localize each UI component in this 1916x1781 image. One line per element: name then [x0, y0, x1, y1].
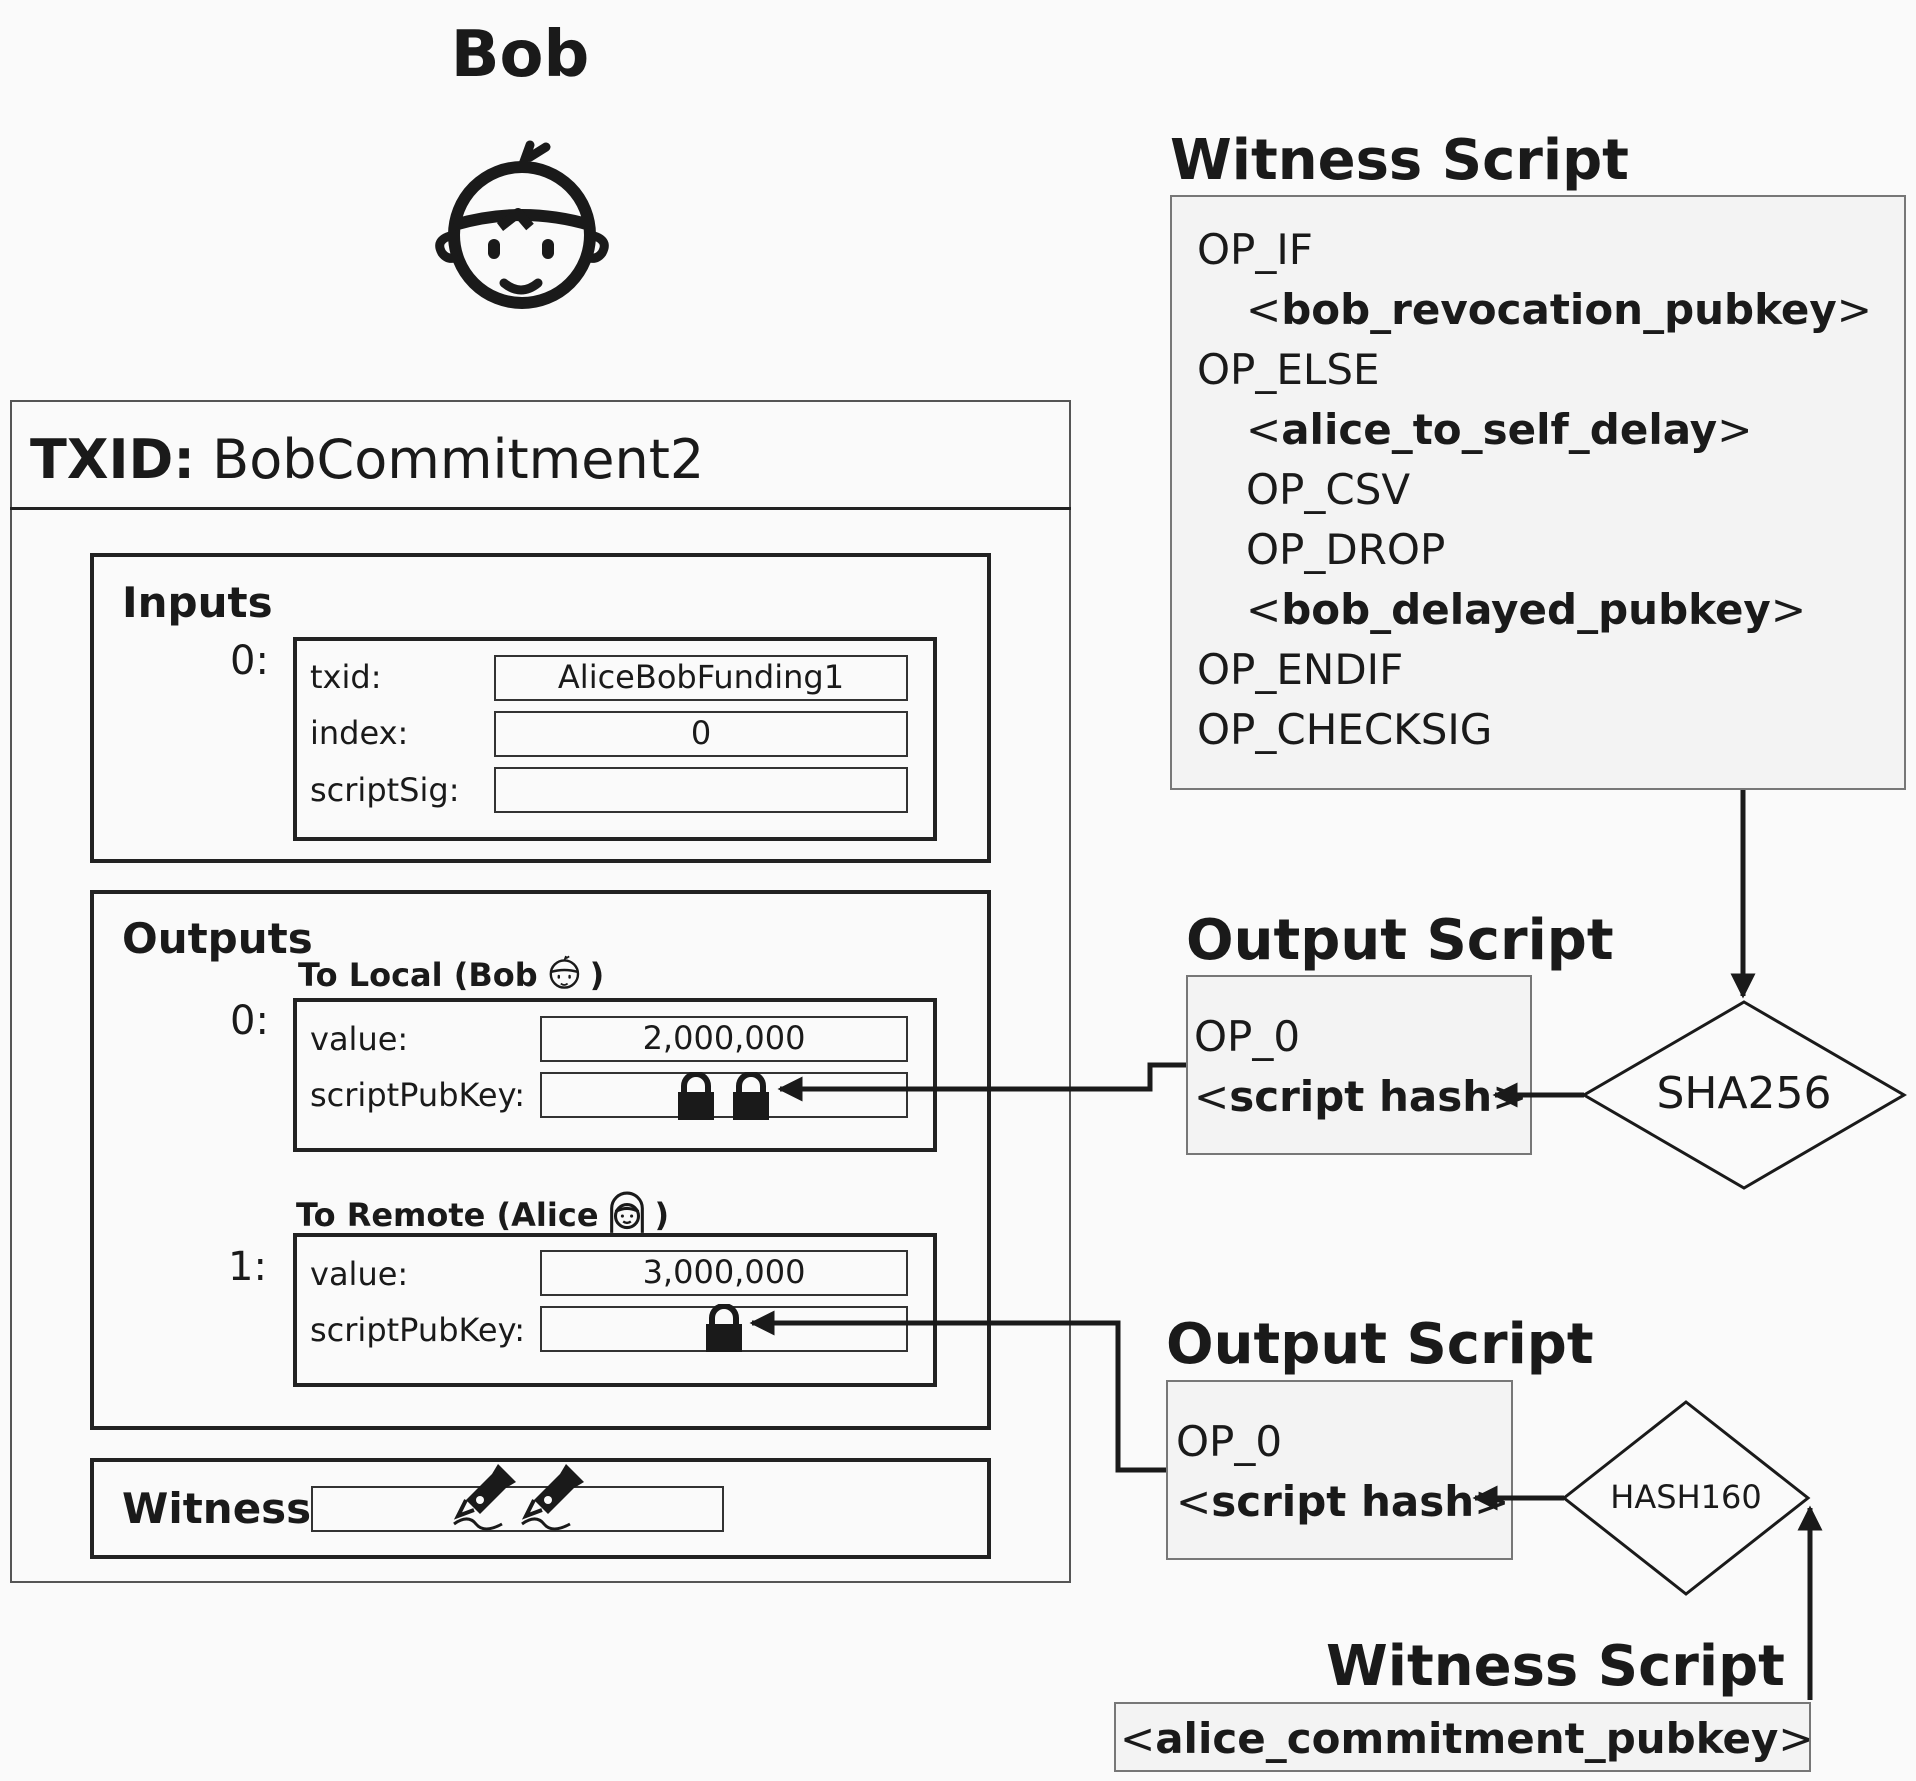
input-index: 0:	[230, 638, 269, 684]
hash160-diamond	[1561, 1400, 1811, 1596]
script-line: OP_IF	[1197, 225, 1313, 274]
txid-label: TXID:	[30, 428, 195, 491]
script-line: OP_DROP	[1246, 525, 1446, 574]
output-1-index: 1:	[228, 1244, 267, 1290]
input-scriptsig-field	[494, 767, 908, 813]
witness-title: Witness	[122, 1484, 312, 1533]
inputs-section	[90, 553, 991, 863]
hash160-label: HASH160	[1610, 1478, 1762, 1516]
output-0-value-label: value:	[310, 1020, 409, 1058]
input-0-box	[293, 637, 937, 841]
script-line: OP_ENDIF	[1197, 645, 1404, 694]
output-0-spk-label: scriptPubKey:	[310, 1076, 525, 1114]
transaction-header	[10, 400, 1071, 510]
to-local-title-text: To Local (Bob	[298, 956, 538, 994]
lock-icon	[733, 1072, 769, 1120]
script-line: OP_CHECKSIG	[1197, 705, 1493, 754]
input-index-field: 0	[494, 711, 908, 757]
script-line: OP_ELSE	[1197, 345, 1380, 394]
witness-script-top-title: Witness Script	[1170, 128, 1629, 193]
output-script-top-title: Output Script	[1186, 908, 1614, 973]
output-0-spk-field	[540, 1072, 908, 1118]
to-local-title: To Local (Bob)	[298, 954, 604, 994]
bob-small-icon	[549, 955, 579, 989]
output-1-box	[293, 1233, 937, 1387]
lock-icon	[678, 1072, 714, 1120]
input-txid-label: txid:	[310, 658, 382, 696]
txid-value: BobCommitment2	[212, 428, 705, 491]
sha256-diamond	[1581, 1000, 1907, 1190]
lock-icon	[706, 1304, 742, 1352]
output-0-value-field: 2,000,000	[540, 1016, 908, 1062]
bob-title: Bob	[450, 18, 590, 92]
output-script-bottom-title: Output Script	[1166, 1312, 1594, 1377]
txid-heading: TXID: BobCommitment2	[30, 428, 704, 491]
script-line: <bob_revocation_pubkey>	[1246, 285, 1872, 334]
bob-avatar-icon	[435, 140, 609, 309]
script-line: OP_0	[1176, 1417, 1283, 1466]
to-remote-title-suffix: )	[654, 1196, 670, 1234]
witness-script-bottom-box: <alice_commitment_pubkey>	[1114, 1702, 1814, 1772]
arrow-output-script-to-local	[777, 1062, 1186, 1102]
input-scriptsig-label: scriptSig:	[310, 771, 460, 809]
script-line: OP_CSV	[1246, 465, 1411, 514]
input-index-label: index:	[310, 714, 409, 752]
script-line: <alice_to_self_delay>	[1246, 405, 1753, 454]
arrow-output-script-to-remote	[749, 1310, 1166, 1473]
witness-script-bottom-title: Witness Script	[1326, 1634, 1785, 1699]
output-1-spk-label: scriptPubKey:	[310, 1311, 525, 1349]
output-0-index: 0:	[230, 998, 269, 1044]
witness-script-top-box: OP_IF <bob_revocation_pubkey> OP_ELSE <a…	[1170, 195, 1906, 790]
witness-section	[90, 1458, 991, 1559]
output-0-box	[293, 998, 937, 1152]
signature-pen-icon	[521, 1464, 584, 1531]
outputs-section	[90, 890, 991, 1430]
to-local-title-suffix: )	[589, 956, 605, 994]
script-line: <bob_delayed_pubkey>	[1246, 585, 1807, 634]
script-line: <script hash>	[1194, 1072, 1528, 1121]
output-1-value-field: 3,000,000	[540, 1250, 908, 1296]
output-script-top-box: OP_0 <script hash>	[1186, 975, 1532, 1155]
inputs-title: Inputs	[122, 578, 273, 627]
sha256-label: SHA256	[1656, 1068, 1832, 1119]
script-line: <alice_commitment_pubkey>	[1120, 1714, 1814, 1763]
to-remote-title-text: To Remote (Alice	[296, 1196, 599, 1234]
alice-small-icon	[609, 1191, 644, 1233]
to-remote-title: To Remote (Alice)	[296, 1190, 669, 1236]
outputs-title: Outputs	[122, 914, 313, 963]
witness-field	[311, 1486, 724, 1532]
input-txid-field: AliceBobFunding1	[494, 655, 908, 701]
script-line: OP_0	[1194, 1012, 1301, 1061]
output-1-value-label: value:	[310, 1255, 409, 1293]
signature-pen-icon	[453, 1464, 516, 1531]
